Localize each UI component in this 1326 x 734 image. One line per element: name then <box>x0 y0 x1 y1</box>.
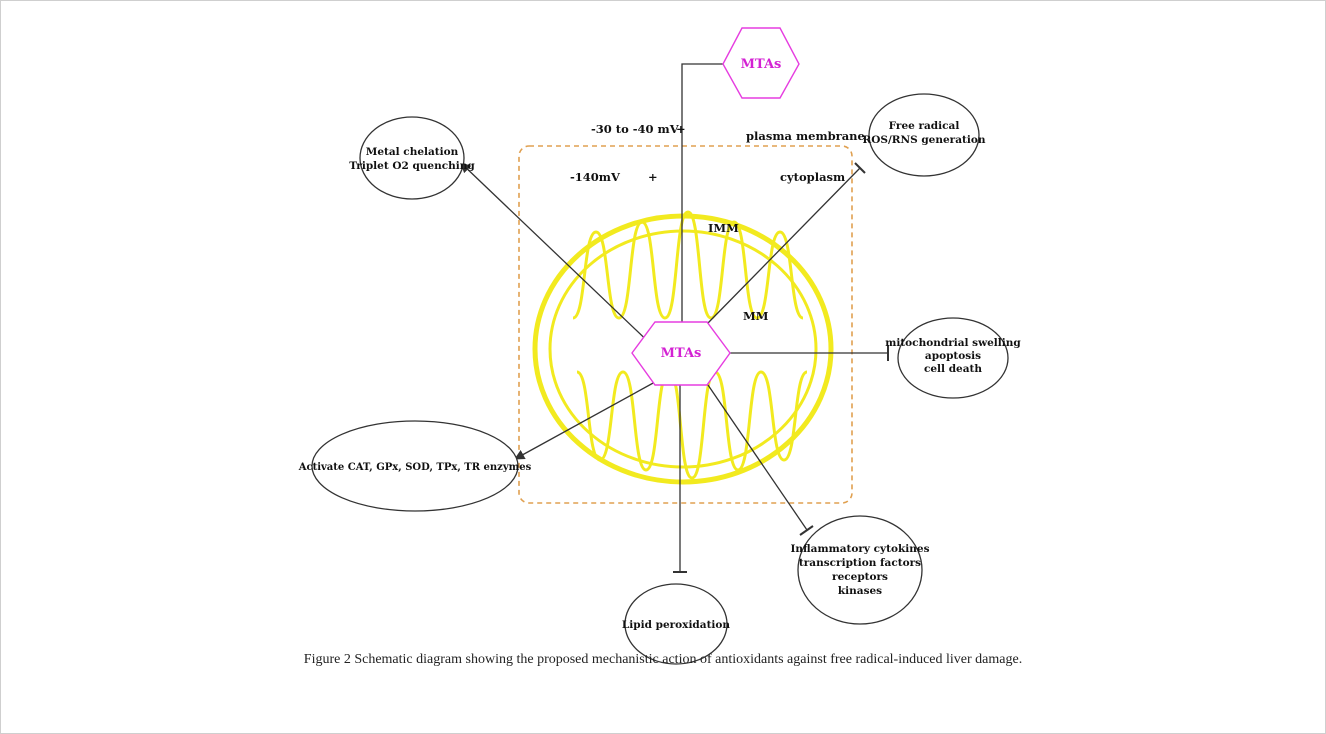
free-radical-line-1: Free radical <box>889 120 960 132</box>
inhibit-free-radical <box>706 167 861 325</box>
inner-potential-sign: + <box>648 170 658 184</box>
metal-chelation-line-2: Triplet O2 quenching <box>349 160 475 172</box>
mitochondrion-inner-outline <box>548 229 818 469</box>
enzymes-label: Activate CAT, GPx, SOD, TPx, TR enzymes <box>298 462 532 473</box>
cytoplasm-label: cytoplasm <box>780 170 845 184</box>
mtas-top-label: MTAs <box>741 57 782 72</box>
metal-chelation-ellipse <box>359 116 465 200</box>
inflammatory-line-4: kinases <box>838 585 882 597</box>
cristae-lower <box>576 370 808 480</box>
metal-chelation-line-1: Metal chelation <box>366 146 459 158</box>
free-radical-line-2: ROS/RNS generation <box>862 134 985 146</box>
inhibit-inflammatory <box>707 384 808 531</box>
mtas-center-hexagon <box>631 321 731 386</box>
imm-label: IMM <box>708 221 739 235</box>
mito-swelling-line-2: apoptosis <box>925 350 981 362</box>
lipid-peroxidation-label: Lipid peroxidation <box>622 619 730 631</box>
free-radical-ellipse <box>868 93 980 177</box>
inhibit-free-radical-bar <box>854 162 866 174</box>
inner-potential-label: -140mV <box>570 170 621 184</box>
inflammatory-line-1: Inflammatory cytokines <box>791 543 930 555</box>
plasma-membrane-box <box>518 145 853 504</box>
mito-swelling-line-1: mitochondrial swelling <box>885 337 1021 349</box>
inflammatory-line-3: receptors <box>832 571 888 583</box>
mtas-center-label: MTAs <box>661 346 702 361</box>
mito-swelling-ellipse <box>897 317 1009 399</box>
arrow-to-metal-chelation <box>460 162 658 351</box>
plasma-membrane-label: plasma membrane <box>746 129 865 143</box>
enzymes-ellipse <box>311 420 519 512</box>
outer-potential-label: -30 to -40 mV <box>591 122 680 136</box>
mtas-entry-path <box>681 63 723 322</box>
inflammatory-ellipse <box>797 515 923 625</box>
mm-label: MM <box>743 309 769 323</box>
inflammatory-line-2: transcription factors <box>799 557 921 569</box>
outer-potential-sign: + <box>676 122 686 136</box>
lipid-peroxidation-ellipse <box>624 583 728 665</box>
mtas-top-hexagon <box>722 27 800 99</box>
inhibit-inflammatory-bar <box>799 525 814 536</box>
mito-swelling-line-3: cell death <box>924 363 982 375</box>
arrow-to-enzymes <box>514 381 656 460</box>
figure-caption: Figure 2 Schematic diagram showing the p… <box>303 652 1023 667</box>
